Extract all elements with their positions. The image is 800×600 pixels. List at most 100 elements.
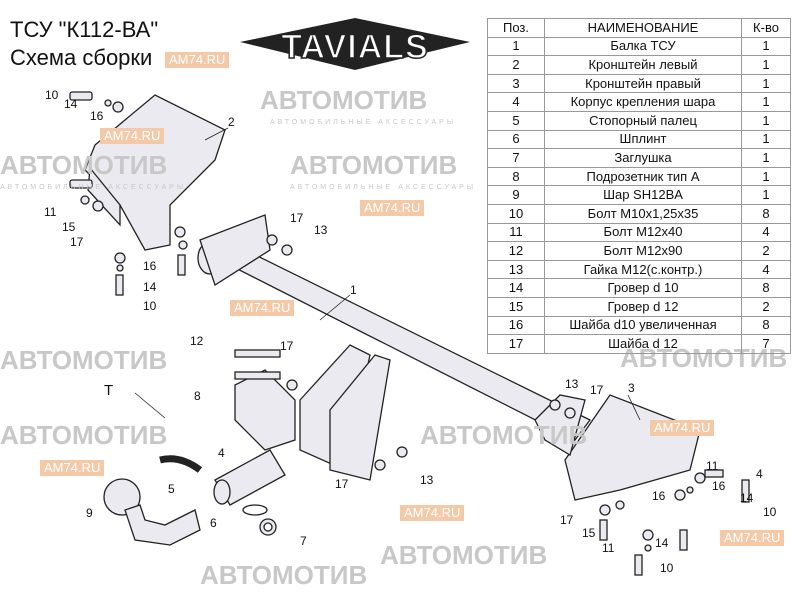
callout-17: 17 xyxy=(280,339,294,353)
cell-quantity: 4 xyxy=(741,222,791,243)
cell-position: 17 xyxy=(487,334,545,354)
callout-10: 10 xyxy=(45,88,59,102)
cell-quantity: 1 xyxy=(741,129,791,150)
cell-position: 4 xyxy=(487,92,545,112)
callout-17: 17 xyxy=(290,211,304,225)
watermark: АВТОМОТИВ xyxy=(200,560,368,590)
callout-11: 11 xyxy=(706,459,719,473)
cell-name: Шайба d 12 xyxy=(544,334,742,354)
cell-position: 2 xyxy=(487,55,545,75)
watermark-site: AM74.RU xyxy=(165,52,230,68)
callout-4: 4 xyxy=(218,446,225,460)
watermark-site: AM74.RU xyxy=(400,505,465,521)
callout-17: 17 xyxy=(560,513,574,527)
cell-quantity: 2 xyxy=(741,241,791,261)
svg-text:TAVIALS: TAVIALS xyxy=(281,28,428,66)
cell-name: Гровер d 10 xyxy=(544,278,742,298)
callout-t: T xyxy=(104,382,114,399)
callout-10: 10 xyxy=(660,561,674,575)
callout-3: 3 xyxy=(628,381,635,395)
socket-plate-part xyxy=(234,369,296,451)
tavials-logo: TAVIALS xyxy=(240,18,470,70)
cell-quantity: 1 xyxy=(741,92,791,112)
callout-16: 16 xyxy=(652,489,666,503)
callout-17: 17 xyxy=(70,235,84,249)
watermark: АВТОМОТИВ xyxy=(0,345,168,375)
cell-position: 15 xyxy=(487,296,545,317)
callout-10: 10 xyxy=(763,505,777,519)
cell-quantity: 2 xyxy=(741,296,791,317)
column-header-position: Поз. xyxy=(487,18,545,38)
callout-14: 14 xyxy=(143,280,157,294)
cell-name: Гайка М12(с.контр.) xyxy=(544,259,742,280)
callout-17: 17 xyxy=(335,477,349,491)
cell-quantity: 1 xyxy=(741,185,791,205)
cell-name: Заглушка xyxy=(544,148,742,168)
cell-name: Кронштейн левый xyxy=(544,55,742,75)
callout-6: 6 xyxy=(210,516,217,530)
cell-quantity: 8 xyxy=(741,315,791,336)
callout-13: 13 xyxy=(565,377,579,391)
cell-quantity: 4 xyxy=(741,259,791,280)
callout-17: 17 xyxy=(590,383,604,397)
cell-name: Болт М10х1,25х35 xyxy=(544,203,742,224)
cell-name: Подрозетник тип А xyxy=(544,166,742,187)
callout-13: 13 xyxy=(420,473,434,487)
callout-7: 7 xyxy=(300,534,307,548)
watermark-site: AM74.RU xyxy=(720,530,785,546)
watermark-tagline: АВТОМОБИЛЬНЫЕ АКСЕССУАРЫ xyxy=(290,184,477,191)
cell-quantity: 8 xyxy=(741,278,791,298)
watermark-tagline: АВТОМОБИЛЬНЫЕ АКСЕССУАРЫ xyxy=(270,119,457,126)
watermark-site: AM74.RU xyxy=(40,460,105,476)
watermark-tagline: АВТОМОБИЛЬНЫЕ АКСЕССУАРЫ xyxy=(0,184,187,191)
callout-16: 16 xyxy=(90,109,104,123)
cell-position: 10 xyxy=(487,203,545,224)
watermark: АВТОМОТИВ xyxy=(290,150,458,180)
callout-11: 11 xyxy=(44,205,57,219)
cell-quantity: 1 xyxy=(741,36,791,57)
callout-8: 8 xyxy=(194,389,201,403)
tow-ball-part xyxy=(103,478,141,516)
cell-name: Шар SH12BA xyxy=(544,185,742,205)
callout-15: 15 xyxy=(62,220,76,234)
cell-position: 7 xyxy=(487,148,545,168)
cell-quantity: 1 xyxy=(741,73,791,94)
cell-position: 13 xyxy=(487,259,545,280)
column-header-quantity: К-во xyxy=(741,18,791,38)
cell-position: 11 xyxy=(487,222,545,243)
cell-name: Болт М12х40 xyxy=(544,222,742,243)
callout-10: 10 xyxy=(143,299,157,313)
cell-position: 9 xyxy=(487,185,545,205)
callout-11: 11 xyxy=(602,541,615,555)
cell-name: Болт М12х90 xyxy=(544,241,742,261)
callout-2: 2 xyxy=(228,115,235,129)
watermark-site: AM74.RU xyxy=(650,420,715,436)
cell-position: 16 xyxy=(487,315,545,336)
cell-quantity: 1 xyxy=(741,166,791,187)
callout-14: 14 xyxy=(740,491,754,505)
cell-name: Корпус крепления шара xyxy=(544,92,742,112)
callout-14: 14 xyxy=(64,97,78,111)
callout-12: 12 xyxy=(190,334,204,348)
callout-1: 1 xyxy=(350,283,357,297)
cell-name: Шайба d10 увеличенная xyxy=(544,315,742,336)
cell-position: 14 xyxy=(487,278,545,298)
cell-position: 5 xyxy=(487,110,545,131)
watermark: АВТОМОТИВ xyxy=(0,150,168,180)
cell-position: 1 xyxy=(487,36,545,57)
watermark-site: AM74.RU xyxy=(100,128,165,144)
cell-position: 3 xyxy=(487,73,545,94)
cell-name: Кронштейн правый xyxy=(544,73,742,94)
cell-quantity: 1 xyxy=(741,110,791,131)
